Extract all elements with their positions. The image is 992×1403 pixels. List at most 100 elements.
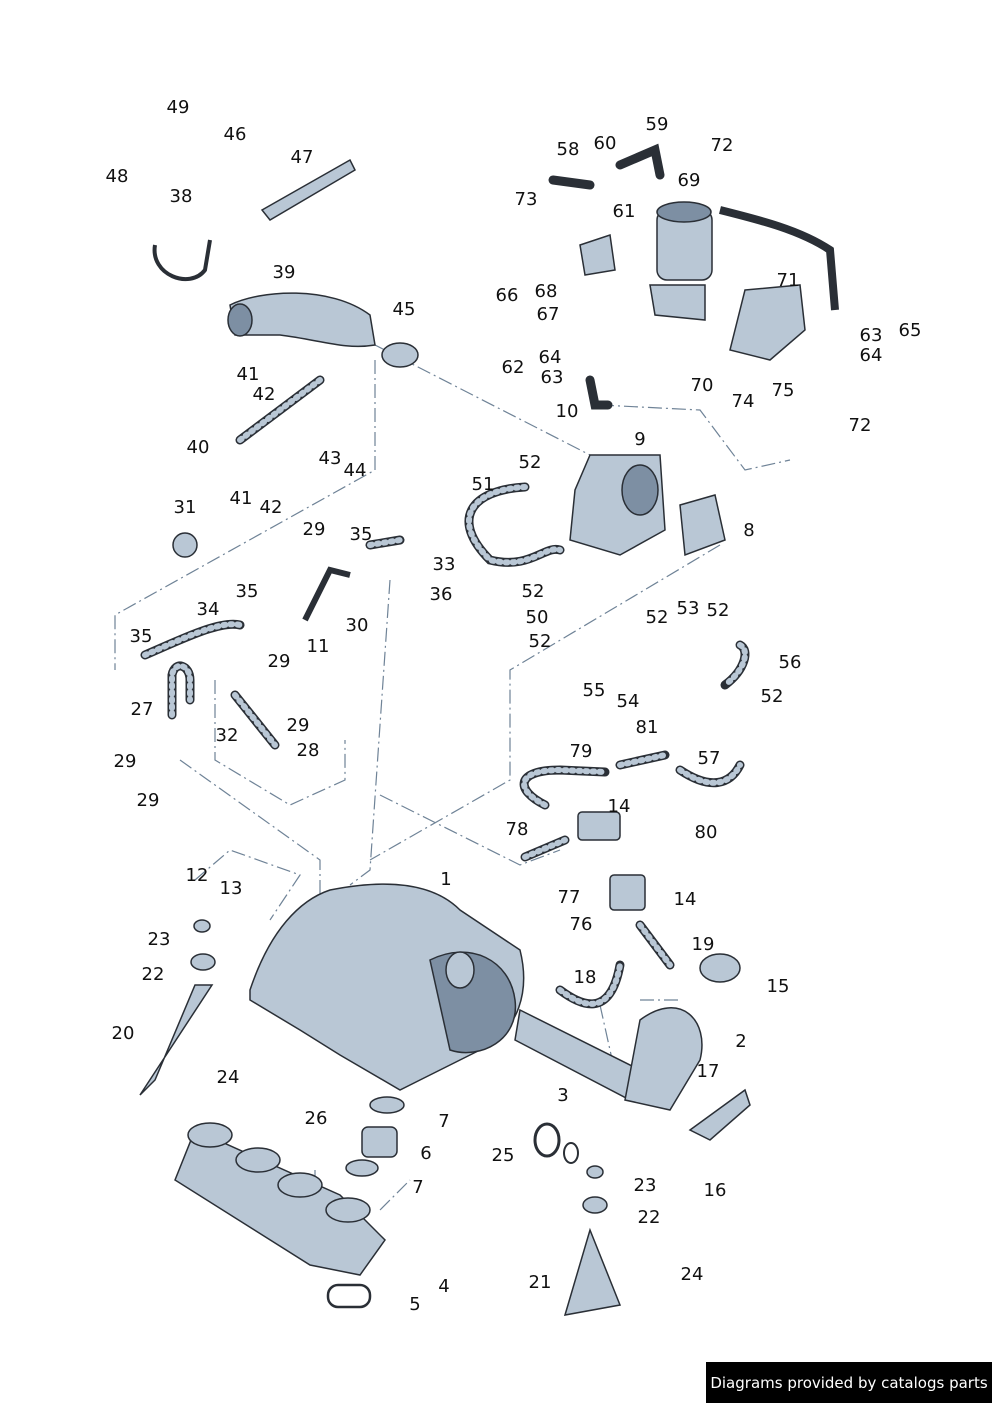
part-number-label: 10 (555, 401, 579, 422)
air-intake-pipe (227, 292, 419, 368)
part-number-label: 75 (771, 380, 795, 401)
part-number-label: 52 (518, 452, 542, 473)
part-number-label: 28 (296, 740, 320, 761)
part-number-label: 29 (267, 651, 291, 672)
part-number-label: 5 (409, 1294, 421, 1315)
part-number-label: 25 (491, 1145, 515, 1166)
part-number-label: 3 (557, 1085, 569, 1106)
part-number-label: 49 (166, 97, 190, 118)
part-number-label: 31 (173, 497, 197, 518)
part-number-label: 36 (429, 584, 453, 605)
assembly-lines (114, 344, 791, 1250)
part-number-label: 72 (848, 415, 872, 436)
part-number-label: 7 (438, 1111, 450, 1132)
part-number-label: 32 (215, 725, 239, 746)
part-number-label: 47 (290, 147, 314, 168)
intake-manifold (249, 883, 703, 1111)
part-number-label: 1 (440, 869, 452, 890)
part-number-label: 18 (573, 967, 597, 988)
part-number-label: 16 (703, 1180, 727, 1201)
credit-banner: Diagrams provided by catalogs parts (706, 1362, 992, 1403)
part-number-label: 56 (778, 652, 802, 673)
part-number-label: 44 (343, 460, 367, 481)
part-number-label: 41 (236, 364, 260, 385)
part-number-label: 34 (196, 599, 220, 620)
part-number-label: 22 (637, 1207, 661, 1228)
part-number-label: 80 (694, 822, 718, 843)
part-number-label: 38 (169, 186, 193, 207)
part-number-label: 51 (471, 474, 495, 495)
part-number-label: 71 (776, 270, 800, 291)
part-number-label: 42 (259, 497, 283, 518)
small-parts (139, 158, 751, 1316)
part-number-label: 30 (345, 615, 369, 636)
part-number-label: 68 (534, 281, 558, 302)
part-number-label: 64 (859, 345, 883, 366)
part-number-label: 76 (569, 914, 593, 935)
part-number-label: 77 (557, 887, 581, 908)
part-number-label: 40 (186, 437, 210, 458)
part-number-label: 59 (645, 114, 669, 135)
part-number-label: 61 (612, 201, 636, 222)
part-number-label: 29 (113, 751, 137, 772)
part-number-label: 4 (438, 1276, 450, 1297)
part-number-label: 22 (141, 964, 165, 985)
part-number-label: 81 (635, 717, 659, 738)
part-number-label: 24 (680, 1264, 704, 1285)
part-number-label: 45 (392, 299, 416, 320)
part-number-label: 24 (216, 1067, 240, 1088)
part-number-label: 74 (731, 391, 755, 412)
part-number-label: 26 (304, 1108, 328, 1129)
part-number-label: 29 (302, 519, 326, 540)
part-number-label: 17 (696, 1061, 720, 1082)
part-number-label: 19 (691, 934, 715, 955)
part-number-label: 29 (136, 790, 160, 811)
part-number-label: 52 (521, 581, 545, 602)
part-number-label: 23 (147, 929, 171, 950)
throttle-body (569, 454, 726, 557)
part-number-label: 11 (306, 636, 330, 657)
part-number-label: 39 (272, 262, 296, 283)
part-number-label: 65 (898, 320, 922, 341)
part-number-label: 8 (743, 520, 755, 541)
part-number-label: 78 (505, 819, 529, 840)
egr-valve (579, 201, 839, 361)
part-number-label: 12 (185, 865, 209, 886)
hoses (140, 143, 750, 1009)
part-number-label: 62 (501, 357, 525, 378)
part-number-label: 79 (569, 741, 593, 762)
part-number-label: 35 (349, 524, 373, 545)
part-number-label: 53 (676, 598, 700, 619)
part-number-label: 48 (105, 166, 129, 187)
part-number-label: 52 (528, 631, 552, 652)
part-number-label: 7 (412, 1177, 424, 1198)
part-number-label: 35 (235, 581, 259, 602)
part-number-label: 33 (432, 554, 456, 575)
part-number-label: 20 (111, 1023, 135, 1044)
part-number-label: 46 (223, 124, 247, 145)
part-number-label: 23 (633, 1175, 657, 1196)
part-number-label: 60 (593, 133, 617, 154)
part-number-label: 73 (514, 189, 538, 210)
part-number-label: 2 (735, 1031, 747, 1052)
part-number-label: 58 (556, 139, 580, 160)
part-number-label: 43 (318, 448, 342, 469)
part-number-label: 6 (420, 1143, 432, 1164)
part-number-label: 21 (528, 1272, 552, 1293)
part-number-label: 50 (525, 607, 549, 628)
part-number-label: 41 (229, 488, 253, 509)
part-number-label: 14 (673, 889, 697, 910)
part-number-label: 55 (582, 680, 606, 701)
part-number-label: 13 (219, 878, 243, 899)
part-number-label: 35 (129, 626, 153, 647)
part-number-label: 52 (760, 686, 784, 707)
part-number-label: 72 (710, 135, 734, 156)
part-number-label: 42 (252, 384, 276, 405)
part-number-label: 14 (607, 796, 631, 817)
part-number-label: 52 (706, 600, 730, 621)
part-number-label: 64 (538, 347, 562, 368)
part-number-label: 63 (859, 325, 883, 346)
part-number-label: 63 (540, 367, 564, 388)
part-number-label: 54 (616, 691, 640, 712)
